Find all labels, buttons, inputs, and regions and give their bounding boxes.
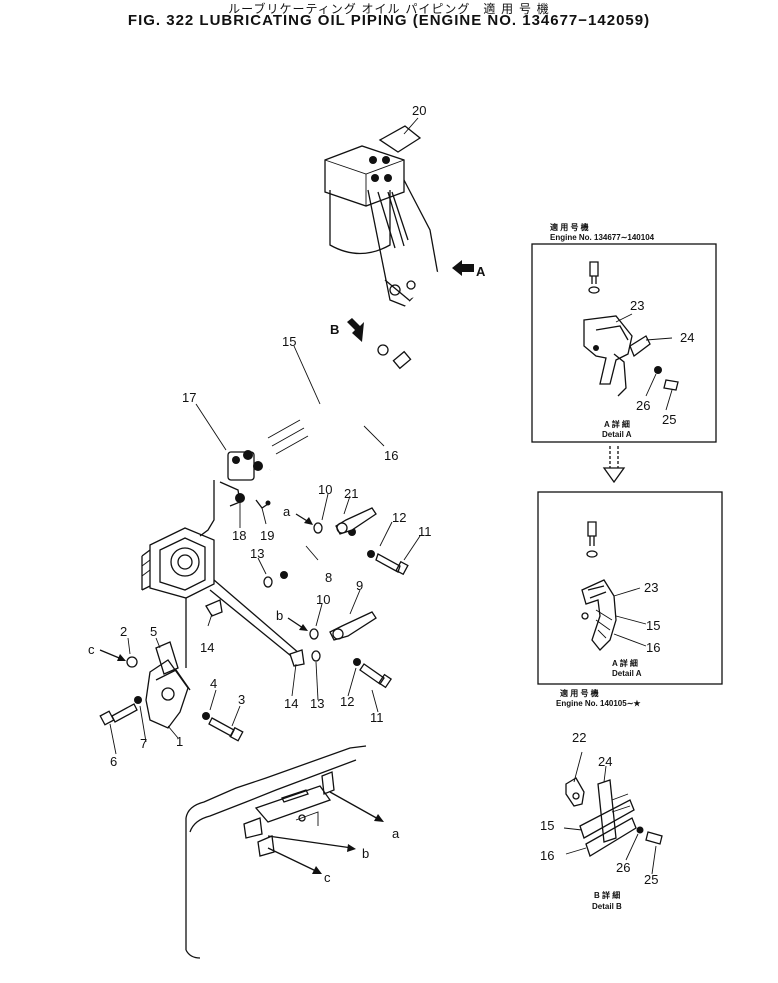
washer-4 (202, 712, 210, 720)
elbow-14-lower (289, 649, 305, 667)
callout-20: 20 (412, 103, 426, 118)
svg-text:B: B (330, 322, 339, 337)
detail-a2-applicability: Engine No. 140105∼★ (556, 699, 641, 708)
callout-5: 5 (150, 624, 157, 639)
detail-b-callout-16: 16 (540, 848, 554, 863)
washer-7 (134, 696, 142, 704)
banjo-fitting-9 (329, 611, 377, 641)
detail-a2-caption: Detail A (612, 669, 642, 678)
callout-19: 19 (260, 528, 274, 543)
callout-14-lower: 14 (284, 696, 298, 711)
callout-14-upper: 14 (200, 640, 214, 655)
callout-1: 1 (176, 734, 183, 749)
callout-6: 6 (110, 754, 117, 769)
bolt-11-upper (375, 553, 409, 576)
detail-b-callout-26: 26 (616, 860, 630, 875)
flange-1 (145, 659, 191, 729)
detail-a1-caption: Detail A (602, 430, 632, 439)
callout-7: 7 (140, 736, 147, 751)
tray-label-a: a (392, 826, 400, 841)
washer-12-lower (353, 658, 361, 666)
callout-labels: 20 15 16 17 18 19 10 21 12 11 13 8 9 10 … (88, 103, 432, 885)
washer-12-upper (367, 550, 375, 558)
gasket-5 (155, 641, 179, 675)
svg-text:A: A (476, 264, 486, 279)
o-ring-10-lower (309, 628, 319, 640)
tray-label-c: c (324, 870, 331, 885)
detail-a1-applicability: Engine No. 134677∼140104 (550, 233, 655, 242)
detail-b-callout-22: 22 (572, 730, 586, 745)
tray-label-b: b (362, 846, 369, 861)
callout-18: 18 (232, 528, 246, 543)
callout-2: 2 (120, 624, 127, 639)
detail-a2-callout-16: 16 (646, 640, 660, 655)
callout-12-lower: 12 (340, 694, 354, 709)
detail-a2-callout-23: 23 (644, 580, 658, 595)
detail-b-callout-24: 24 (598, 754, 612, 769)
callout-21: 21 (344, 486, 358, 501)
detail-a2-caption-jp: A 詳 細 (612, 658, 638, 668)
ref-label-b: b (276, 608, 283, 623)
callout-10-upper: 10 (318, 482, 332, 497)
bolt-6 (99, 703, 138, 726)
detail-a1-applicability-jp: 適 用 号 機 (550, 222, 589, 232)
oil-pump (141, 527, 215, 668)
bolt-3 (208, 717, 244, 742)
figure-title: FIG. 322 LUBRICATING OIL PIPING (ENGINE … (127, 12, 651, 29)
detail-a1-callout-25: 25 (662, 412, 676, 427)
callout-13-lower: 13 (310, 696, 324, 711)
view-arrow-a: A (452, 260, 486, 279)
hose-clamp-b (392, 350, 412, 370)
oil-pan (185, 745, 384, 959)
pipe-8 (279, 528, 357, 580)
bolt-11-lower (359, 663, 393, 689)
callout-4: 4 (210, 676, 217, 691)
pipe-lower (209, 589, 297, 661)
callout-16: 16 (384, 448, 398, 463)
detail-a1-caption-jp: A 詳 細 (604, 419, 630, 429)
figure-title-japanese: ルーブリケーティング オイル パイピング 適 用 号 機 (228, 2, 550, 16)
leader-lines (109, 117, 421, 755)
detail-b-caption-jp: B 詳 細 (594, 890, 620, 900)
detail-b-callout-15: 15 (540, 818, 554, 833)
o-ring-10-upper (313, 522, 323, 534)
callout-15: 15 (282, 334, 296, 349)
detail-a2-applicability-jp: 適 用 号 機 (560, 688, 599, 698)
detail-a1-callout-26: 26 (636, 398, 650, 413)
detail-a-box-1: 適 用 号 機 Engine No. 134677∼140104 23 24 2… (531, 222, 717, 443)
detail-a2-callout-15: 15 (646, 618, 660, 633)
callout-8: 8 (325, 570, 332, 585)
ref-label-a: a (283, 504, 291, 519)
callout-11-lower: 11 (370, 710, 384, 725)
detail-a1-callout-23: 23 (630, 298, 644, 313)
callout-12-upper: 12 (392, 510, 406, 525)
callout-13-upper: 13 (250, 546, 264, 561)
detail-a-box-2: 23 15 16 A 詳 細 Detail A (537, 491, 723, 685)
hose-clamp-marks (267, 419, 309, 455)
o-ring-13-upper (263, 576, 273, 588)
o-ring-13-lower (311, 650, 321, 662)
connector-block-17 (199, 450, 271, 537)
detail-a1-callout-24: 24 (680, 330, 694, 345)
o-ring-2 (126, 656, 138, 668)
callout-11-upper: 11 (418, 524, 432, 539)
detail-b-caption: Detail B (592, 902, 622, 911)
detail-transition-arrow (602, 446, 626, 484)
callout-10-lower: 10 (316, 592, 330, 607)
ref-label-c: c (88, 642, 95, 657)
elbow-14-upper (205, 599, 223, 617)
callout-3: 3 (238, 692, 245, 707)
hose-16 (268, 268, 449, 472)
banjo-fitting-21 (335, 507, 377, 535)
view-arrow-b: B (330, 318, 364, 342)
callout-9: 9 (356, 578, 363, 593)
detail-b: 22 24 15 16 26 25 B 詳 細 Detail B (540, 730, 663, 911)
callout-17: 17 (182, 390, 196, 405)
detail-b-callout-25: 25 (644, 872, 658, 887)
oil-filter-assembly (324, 125, 441, 309)
